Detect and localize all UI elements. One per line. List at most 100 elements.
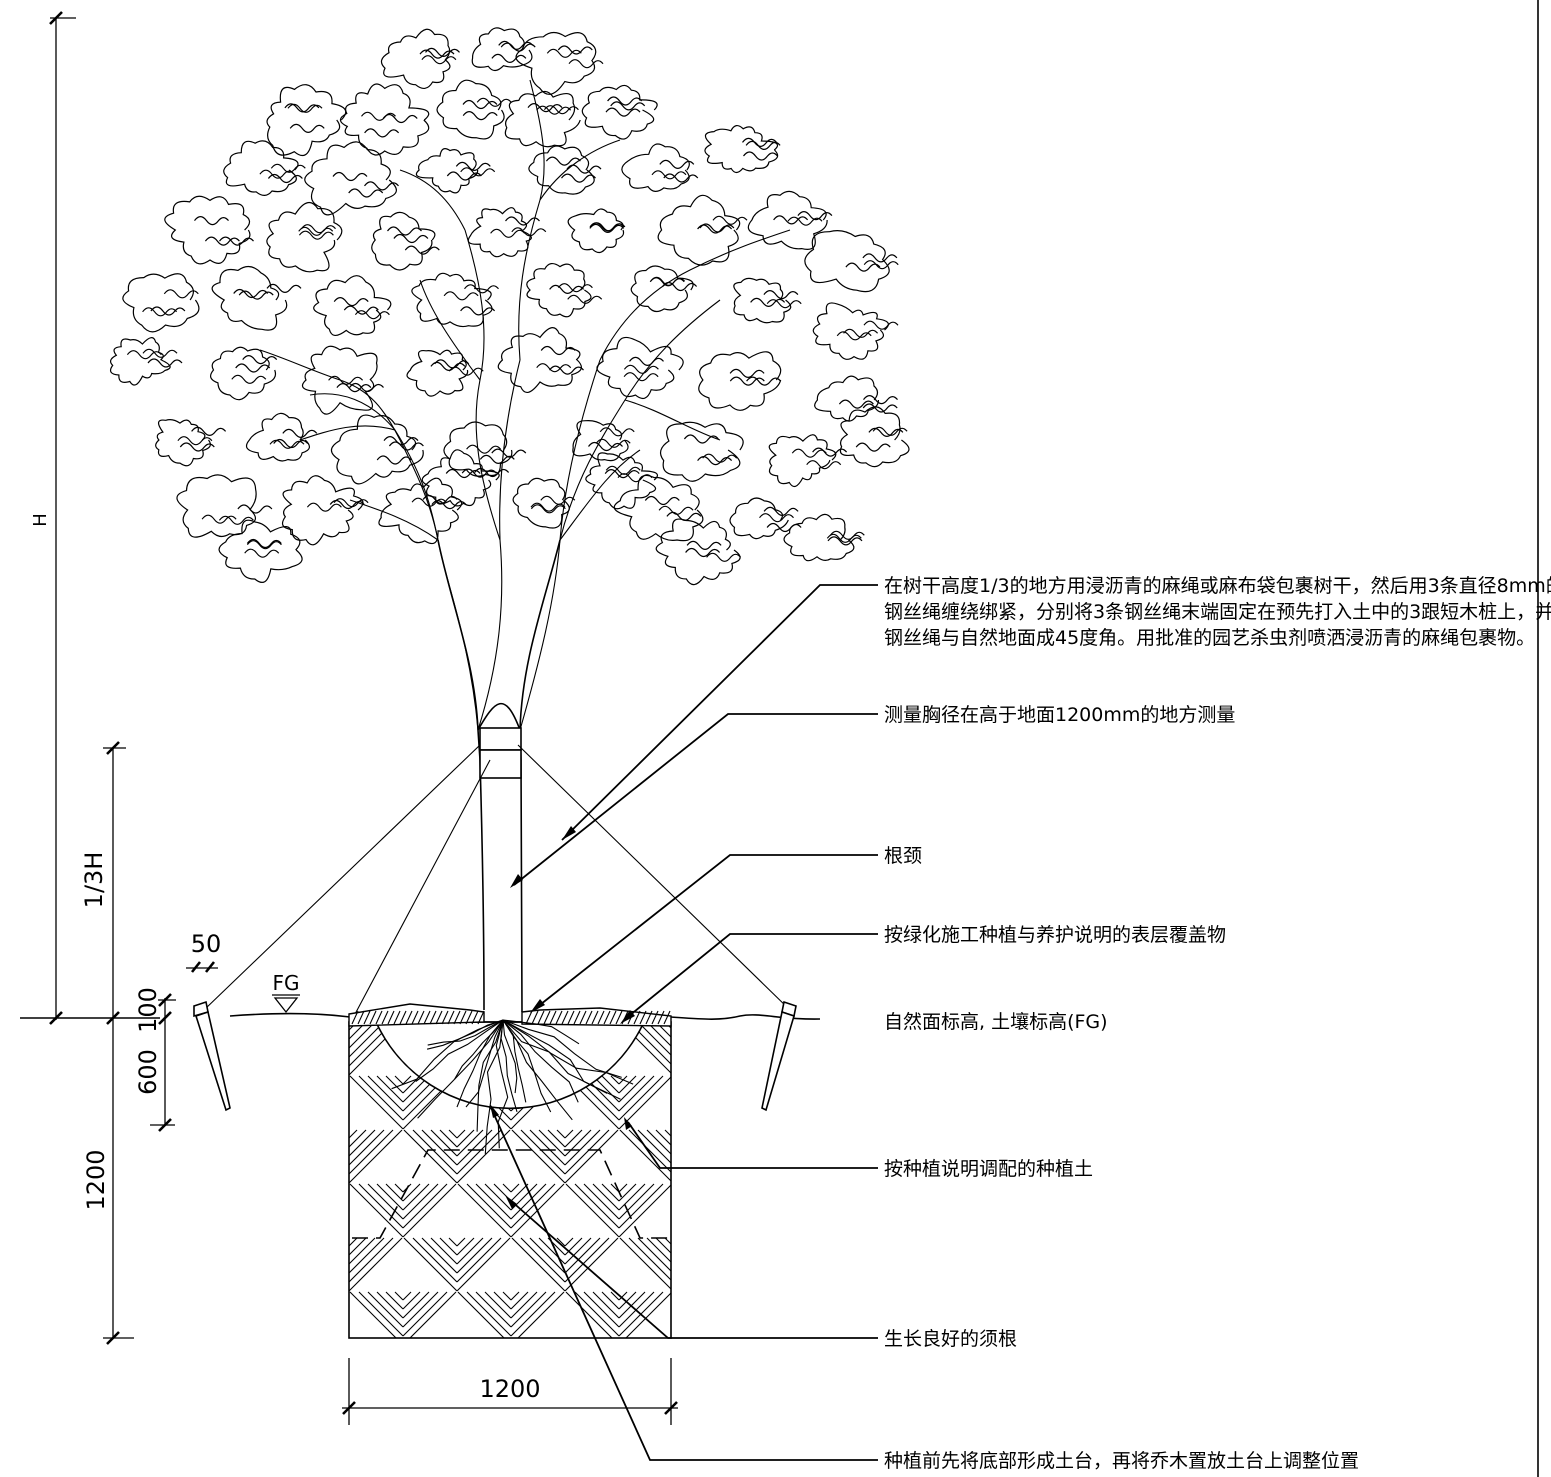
soil-hatch-line (565, 1183, 620, 1238)
soil-hatch-line (529, 1237, 566, 1274)
leaf-cluster (210, 346, 277, 401)
soil-hatch-line (637, 1022, 671, 1056)
mulch-hatch-line (375, 1010, 383, 1025)
soil-hatch-line (349, 1129, 367, 1148)
leaf-detail (604, 469, 640, 479)
soil-hatch-line (367, 1183, 404, 1220)
leaf-detail (328, 375, 364, 385)
leaf-detail (605, 107, 641, 117)
leaf-detail (686, 540, 722, 550)
dimension-labels: H 1/3H 100 600 1200 50 1200 (30, 513, 541, 1403)
leaf-cluster (211, 265, 288, 331)
soil-hatch-line (466, 1291, 512, 1337)
soil-hatch-line (618, 1183, 664, 1229)
soil-hatch-line (618, 1183, 655, 1220)
soil-hatch-line (412, 1237, 458, 1283)
soil-hatch-line (421, 1129, 458, 1166)
soil-hatch-line (367, 1291, 404, 1328)
mulch-hatch-line (393, 1010, 401, 1025)
soil-hatch-line (456, 1237, 484, 1265)
leader-lines (491, 584, 878, 1461)
mulch-hatch-line (429, 1010, 437, 1025)
leaf-cluster (467, 207, 532, 258)
leaf-detail (862, 253, 898, 263)
leaf-detail (490, 228, 526, 238)
soil-hatch-line (510, 1183, 556, 1229)
mulch-hatch-line (435, 1010, 443, 1025)
leaf-detail (218, 515, 254, 525)
dim-stake-offset: 50 (191, 930, 222, 958)
leaf-cluster (698, 351, 782, 411)
leaf-cluster (567, 208, 625, 254)
leaf-cluster (330, 414, 424, 485)
leaf-detail (791, 448, 827, 458)
wooden-stake-right (761, 1000, 797, 1112)
leaf-detail (589, 223, 625, 233)
soil-hatch-line (349, 1237, 394, 1283)
leaf-detail (233, 288, 269, 299)
soil-hatch-line (529, 1129, 566, 1166)
mulch-hatch-line (465, 1010, 473, 1025)
soil-hatch-line (402, 1183, 448, 1229)
soil-hatch-line (574, 1291, 620, 1337)
dim-pit-depth: 1200 (82, 1149, 110, 1210)
soil-hatch-line (456, 1237, 493, 1274)
mulch-hatch-line (663, 1010, 671, 1025)
leaf-detail (349, 382, 384, 393)
leaf-detail (446, 171, 482, 181)
soil-hatch-line (556, 1129, 566, 1139)
soil-hatch-line (510, 1291, 547, 1328)
soil-hatch-line (628, 1129, 671, 1173)
dimension-lines (49, 11, 678, 1425)
leaf-cluster (659, 421, 744, 482)
leaf-detail (500, 42, 536, 52)
soil-hatch-line (619, 1237, 671, 1290)
leaf-detail (191, 426, 227, 436)
leaf-cluster (415, 148, 479, 194)
soil-hatch-line (520, 1237, 566, 1283)
leaf-detail (838, 399, 874, 409)
leaf-detail (201, 514, 237, 524)
leaf-detail (421, 55, 457, 65)
leaf-detail (763, 506, 799, 516)
soil-hatch-line (646, 1237, 671, 1263)
leaf-detail (829, 530, 865, 540)
leaf-detail (147, 358, 183, 368)
soil-hatch-line (376, 1291, 404, 1319)
mulch-hatch-line (447, 1010, 455, 1025)
leaf-cluster (380, 28, 451, 89)
leaf-cluster (313, 275, 392, 337)
soil-hatch-line (394, 1291, 404, 1301)
soil-hatch-line (664, 1237, 671, 1245)
mulch-hatch-line (633, 1010, 641, 1025)
leaf-detail (430, 361, 466, 371)
leaf-detail (607, 96, 643, 106)
leaf-detail (498, 40, 534, 50)
soil-hatch-line (583, 1183, 620, 1220)
leaf-detail (425, 47, 460, 57)
soil-hatch-line (376, 1075, 404, 1103)
leaf-cluster (814, 375, 880, 422)
leader-arrowheads (490, 826, 635, 1209)
soil-hatch-line (457, 1291, 505, 1338)
leaf-detail (540, 495, 576, 505)
leaf-detail (750, 297, 786, 307)
soil-hatch-line (564, 1129, 592, 1157)
soil-hatch-line (448, 1237, 458, 1247)
soil-hatch-line (349, 1129, 385, 1166)
soil-hatch-line (601, 1183, 620, 1202)
mulch-hatch-line (567, 1010, 575, 1025)
dim-stake-depth: 600 (134, 1049, 162, 1095)
soil-hatch-line (402, 1291, 412, 1301)
soil-hatch-line (510, 1291, 538, 1319)
leaf-cluster (411, 272, 493, 328)
leaf-cluster (109, 337, 171, 386)
soil-hatch-line (402, 1291, 439, 1328)
leaf-detail (599, 427, 635, 437)
soil-hatch-line (655, 1129, 671, 1146)
soil-hatch-line (574, 1183, 620, 1229)
leaf-detail (306, 502, 342, 512)
soil-hatch-line (439, 1237, 458, 1256)
leaf-cluster (783, 513, 855, 562)
mulch-hatch-line (351, 1010, 359, 1025)
